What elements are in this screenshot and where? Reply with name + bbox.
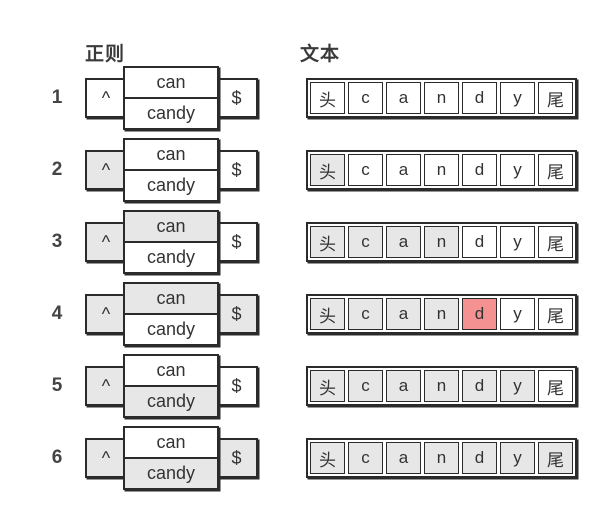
caret-anchor-box: ^ (85, 150, 127, 190)
text-cell: n (424, 154, 459, 186)
text-cell: 头 (310, 154, 345, 186)
text-cell: 尾 (538, 226, 573, 258)
text-cell: 尾 (538, 370, 573, 402)
text-cell: 尾 (538, 298, 573, 330)
alternation-stack: can candy (123, 210, 219, 274)
caret-anchor-box: ^ (85, 366, 127, 406)
text-cell: n (424, 442, 459, 474)
alt-candy-cell: candy (125, 241, 217, 272)
text-cell: 尾 (538, 82, 573, 114)
text-cell: a (386, 370, 421, 402)
row-number: 5 (51, 375, 63, 396)
caret-anchor-box: ^ (85, 78, 127, 118)
text-cell: c (348, 82, 383, 114)
dollar-anchor-box: $ (215, 366, 258, 406)
text-cell: d (462, 370, 497, 402)
text-cell: n (424, 226, 459, 258)
row-number: 4 (51, 303, 63, 324)
alt-candy-cell: candy (125, 313, 217, 344)
alt-can-cell: can (125, 140, 217, 169)
alt-candy-cell: candy (125, 385, 217, 416)
text-cell: 尾 (538, 442, 573, 474)
caret-anchor-box: ^ (85, 294, 127, 334)
regex-column-header: 正则 (85, 44, 126, 65)
text-cell: d (462, 154, 497, 186)
text-cell: c (348, 442, 383, 474)
alt-can-cell: can (125, 68, 217, 97)
alt-can-cell: can (125, 284, 217, 313)
alt-can-cell: can (125, 212, 217, 241)
alt-candy-cell: candy (125, 169, 217, 200)
alternation-stack: can candy (123, 282, 219, 346)
alternation-stack: can candy (123, 426, 219, 490)
text-cell: c (348, 154, 383, 186)
text-cell: 头 (310, 298, 345, 330)
text-cell: n (424, 298, 459, 330)
alt-candy-cell: candy (125, 457, 217, 488)
dollar-anchor-box: $ (215, 222, 258, 262)
text-cell: 头 (310, 82, 345, 114)
caret-anchor-box: ^ (85, 222, 127, 262)
text-cell: a (386, 154, 421, 186)
dollar-anchor-box: $ (215, 294, 258, 334)
text-cell: d (462, 226, 497, 258)
text-cell: d (462, 442, 497, 474)
dollar-anchor-box: $ (215, 150, 258, 190)
text-cell: 头 (310, 370, 345, 402)
alt-can-cell: can (125, 428, 217, 457)
text-cell: d (462, 298, 497, 330)
text-cell: n (424, 82, 459, 114)
caret-anchor-box: ^ (85, 438, 127, 478)
text-cell: a (386, 442, 421, 474)
text-cell: y (500, 82, 535, 114)
text-cell: y (500, 226, 535, 258)
alternation-stack: can candy (123, 354, 219, 418)
text-cell: 头 (310, 226, 345, 258)
text-cell: a (386, 226, 421, 258)
row-number: 6 (51, 447, 63, 468)
text-cell: c (348, 226, 383, 258)
text-cell: a (386, 298, 421, 330)
row-number: 3 (51, 231, 63, 252)
text-cell: y (500, 370, 535, 402)
row-number: 1 (51, 87, 63, 108)
text-cell: d (462, 82, 497, 114)
text-cell: 尾 (538, 154, 573, 186)
text-cell: c (348, 370, 383, 402)
alternation-stack: can candy (123, 66, 219, 130)
row-number: 2 (51, 159, 63, 180)
text-cell: a (386, 82, 421, 114)
alt-candy-cell: candy (125, 97, 217, 128)
alt-can-cell: can (125, 356, 217, 385)
alternation-stack: can candy (123, 138, 219, 202)
dollar-anchor-box: $ (215, 78, 258, 118)
text-cell: 头 (310, 442, 345, 474)
text-cell: y (500, 154, 535, 186)
text-cell: c (348, 298, 383, 330)
text-cell: n (424, 370, 459, 402)
text-column-header: 文本 (300, 44, 341, 65)
text-cell: y (500, 298, 535, 330)
dollar-anchor-box: $ (215, 438, 258, 478)
text-cell: y (500, 442, 535, 474)
